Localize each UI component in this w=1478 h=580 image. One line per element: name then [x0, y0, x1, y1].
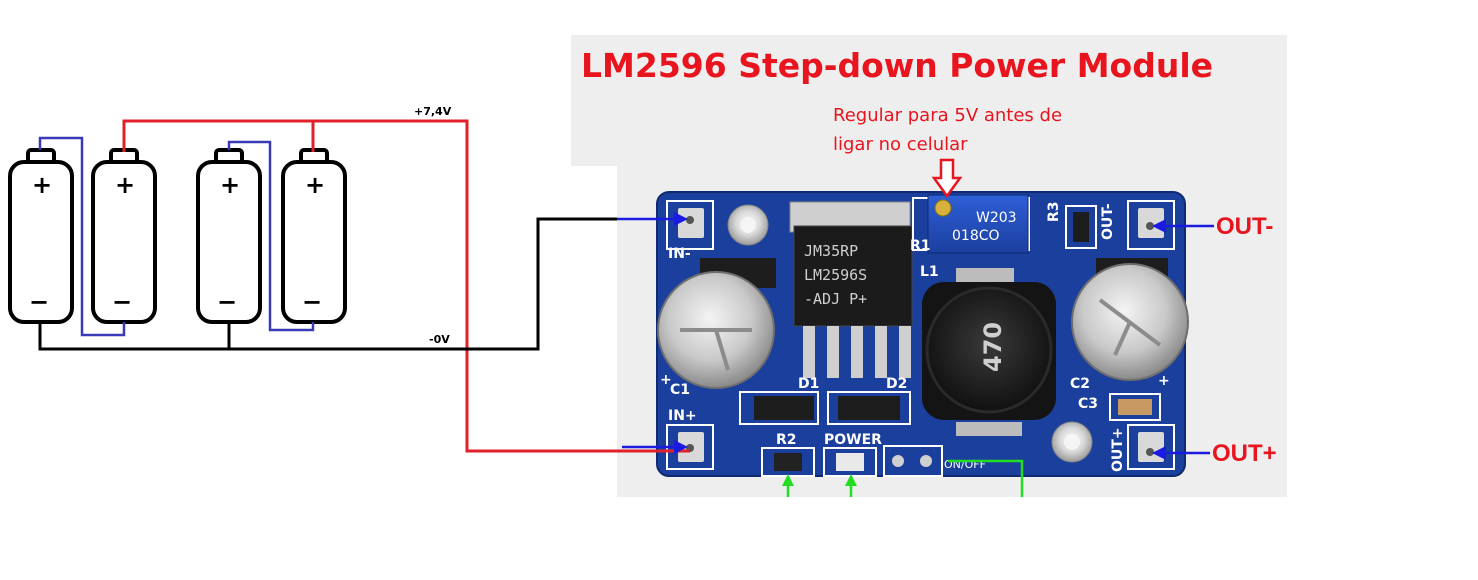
voltage-negative-label: -0V — [429, 333, 450, 346]
silk-d1: D1 — [798, 376, 819, 392]
battery-2: + − — [91, 148, 157, 324]
silk-plus-c2: + — [1158, 373, 1170, 389]
battery-1-minus: − — [29, 288, 49, 316]
potentiometer: W203 018CO — [912, 194, 1030, 254]
silk-c3: C3 — [1078, 396, 1098, 412]
battery-2-plus: + — [115, 171, 135, 199]
silk-power: POWER — [824, 432, 882, 448]
black-negative-wire — [38, 217, 617, 351]
battery-4-minus: − — [302, 288, 322, 316]
out-minus-arrow — [1152, 219, 1214, 233]
chip-line2: LM2596S — [804, 266, 867, 284]
out-plus-arrow — [1152, 446, 1210, 460]
diode-d1 — [739, 391, 819, 425]
inductor-l1: 470 — [922, 268, 1056, 436]
note-line1: Regular para 5V antes de — [833, 105, 1062, 126]
on-off-header — [883, 445, 943, 477]
diode-d2 — [827, 391, 911, 425]
lm2596-chip: JM35RP LM2596S -ADJ P+ — [789, 201, 913, 378]
silk-r3: R3 — [1046, 201, 1062, 222]
silk-c2: C2 — [1070, 376, 1090, 392]
red-positive-wire — [122, 119, 690, 453]
green-arrows — [782, 459, 1024, 497]
battery-3-plus: + — [220, 171, 240, 199]
battery-1-plus: + — [32, 171, 52, 199]
silk-in-plus: IN+ — [668, 408, 697, 424]
silk-r1: R1 — [910, 238, 931, 254]
battery-2-minus: − — [112, 288, 132, 316]
silk-c1: C1 — [670, 382, 690, 398]
capacitor-c3 — [1109, 393, 1161, 421]
in-plus-arrow — [622, 440, 688, 454]
resistor-r3 — [1065, 205, 1097, 249]
capacitor-c1 — [657, 258, 776, 389]
battery-1: + − — [8, 148, 74, 324]
inductor-value: 470 — [979, 322, 1007, 372]
pot-code: 018CO — [952, 228, 1000, 244]
silk-in-minus: IN- — [668, 246, 691, 262]
battery-4: + − — [281, 148, 347, 324]
silk-plus-c1: + — [660, 372, 672, 388]
silk-d2: D2 — [886, 376, 907, 392]
chip-line3: -ADJ P+ — [804, 290, 867, 308]
silk-r2: R2 — [776, 432, 797, 448]
voltage-positive-label: +7,4V — [414, 105, 452, 118]
chip-line1: JM35RP — [804, 242, 858, 260]
battery-4-plus: + — [305, 171, 325, 199]
silk-l1: L1 — [920, 264, 939, 280]
blue-series-links — [38, 136, 315, 337]
title: LM2596 Step-down Power Module — [581, 46, 1213, 85]
capacitor-c2 — [1071, 258, 1189, 381]
pot-label: W203 — [976, 210, 1017, 226]
silk-out-plus: OUT+ — [1110, 427, 1126, 472]
battery-3-minus: − — [217, 288, 237, 316]
out-plus-label: OUT+ — [1212, 440, 1277, 467]
note-line2: ligar no celular — [833, 134, 968, 155]
in-minus-arrow — [617, 212, 688, 226]
silk-out-minus: OUT- — [1100, 203, 1116, 240]
adjust-arrow — [931, 158, 963, 199]
battery-pack: + − + − + − + − — [8, 148, 347, 324]
out-minus-label: OUT- — [1216, 213, 1273, 240]
battery-3: + − — [196, 148, 262, 324]
